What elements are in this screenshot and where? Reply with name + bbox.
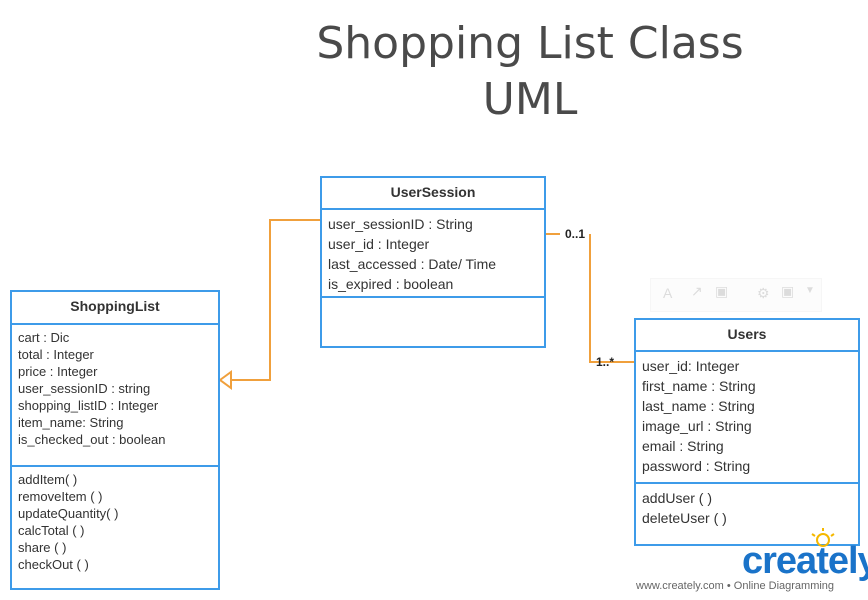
- attribute: user_sessionID : String: [328, 216, 473, 232]
- method: addUser ( ): [642, 490, 713, 506]
- footer-text: www.creately.com • Online Diagramming: [636, 580, 835, 592]
- methods-section: [322, 298, 544, 304]
- attributes-section: cart : Dic total : Integer price : Integ…: [12, 325, 218, 467]
- attribute: email : String: [642, 438, 724, 454]
- attribute: last_name : String: [642, 398, 755, 414]
- method: checkOut ( ): [18, 557, 89, 572]
- style-tool-icon[interactable]: ▣: [781, 283, 795, 299]
- methods-section: addUser ( ) deleteUser ( ): [636, 484, 858, 531]
- settings-icon[interactable]: ⚙: [757, 285, 770, 301]
- connector-tool-icon[interactable]: ↗: [691, 283, 703, 299]
- attribute: user_id: Integer: [642, 358, 740, 374]
- attribute: user_sessionID : string: [18, 381, 151, 396]
- attribute: user_id : Integer: [328, 236, 430, 252]
- method: share ( ): [18, 540, 67, 555]
- title-line-2: UML: [482, 74, 578, 125]
- attribute: cart : Dic: [18, 330, 70, 345]
- lightbulb-icon: [811, 528, 835, 547]
- class-name: ShoppingList: [12, 292, 218, 325]
- method: deleteUser ( ): [642, 510, 727, 526]
- attribute: last_accessed : Date/ Time: [328, 256, 497, 272]
- attributes-section: user_id: Integer first_name : String las…: [636, 352, 858, 484]
- attribute: item_name: String: [18, 415, 124, 430]
- attribute: first_name : String: [642, 378, 756, 394]
- class-shopping-list[interactable]: ShoppingList cart : Dic total : Integer …: [10, 290, 220, 590]
- attribute: total : Integer: [18, 347, 94, 362]
- attribute: is_checked_out : boolean: [18, 432, 166, 447]
- generalization-arrowhead: [218, 370, 232, 390]
- attribute: password : String: [642, 458, 751, 474]
- class-users[interactable]: Users user_id: Integer first_name : Stri…: [634, 318, 860, 546]
- multiplicity-users: 1..*: [596, 355, 615, 369]
- shape-tool-icon[interactable]: ▣: [715, 283, 729, 299]
- generalization-line: [230, 219, 321, 381]
- floating-toolbar[interactable]: A ↗ ▣ ⚙ ▣ ▼: [650, 278, 822, 312]
- association-line-2: [589, 234, 634, 363]
- class-user-session[interactable]: UserSession user_sessionID : String user…: [320, 176, 546, 348]
- method: updateQuantity( ): [18, 506, 119, 521]
- attribute: price : Integer: [18, 364, 98, 379]
- method: addItem( ): [18, 472, 78, 487]
- chevron-down-icon[interactable]: ▼: [805, 285, 815, 296]
- method: removeItem ( ): [18, 489, 103, 504]
- methods-section: addItem( ) removeItem ( ) updateQuantity…: [12, 467, 218, 576]
- method: calcTotal ( ): [18, 523, 85, 538]
- text-tool-icon[interactable]: A: [663, 285, 673, 301]
- attribute: image_url : String: [642, 418, 752, 434]
- creately-logo: creately: [742, 540, 868, 582]
- class-name: UserSession: [322, 178, 544, 210]
- diagram-title: Shopping List Class UML: [300, 16, 760, 128]
- attribute: shopping_listID : Integer: [18, 398, 159, 413]
- multiplicity-session: 0..1: [565, 227, 586, 241]
- attributes-section: user_sessionID : String user_id : Intege…: [322, 210, 544, 298]
- attribute: is_expired : boolean: [328, 276, 454, 292]
- title-line-1: Shopping List Class: [316, 18, 744, 69]
- class-name: Users: [636, 320, 858, 352]
